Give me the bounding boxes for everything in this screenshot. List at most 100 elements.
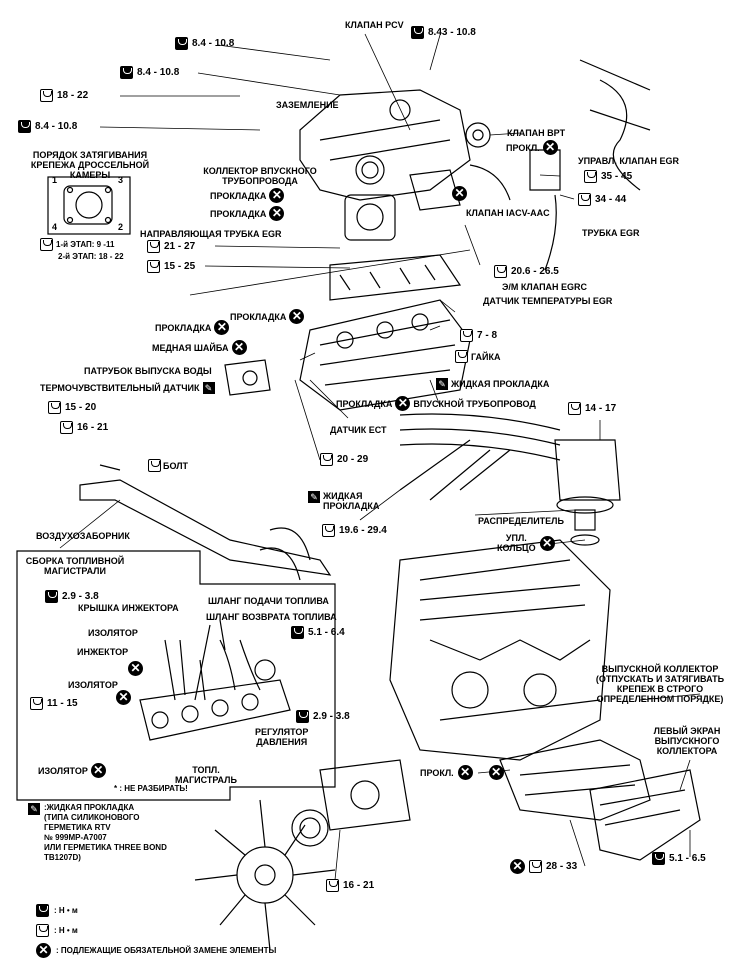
injector-cover-label: КРЫШКА ИНЖЕКТОРА (78, 603, 179, 613)
gasket-callout-3: ПРОКЛАДКА ✕ (230, 309, 305, 324)
torque-wrench-icon (18, 120, 31, 133)
do-not-disassemble-note: * : НЕ РАЗБИРАТЬ! (114, 784, 188, 793)
torque-value: 14 - 17 (585, 403, 617, 414)
o-ring-callout: УПЛ. КОЛЬЦО ✕ (497, 533, 555, 553)
torque-callout: 16 - 21 (326, 879, 374, 892)
torque-value: 2.9 - 3.8 (62, 591, 99, 602)
torque-wrench-icon (175, 37, 188, 50)
torque-callout: 15 - 25 (147, 260, 195, 273)
x-circle-icon: ✕ (116, 690, 131, 705)
x-circle-icon: ✕ (289, 309, 305, 324)
torque-value: 8.4 - 10.8 (137, 67, 180, 78)
gasket-short-label: ПРОКЛ. (420, 767, 454, 778)
torque-callout: 2.9 - 3.8 (296, 710, 350, 723)
x-circle-icon: ✕ (510, 859, 525, 874)
bpt-valve-label: КЛАПАН BPT (507, 128, 566, 138)
gasket-label: ПРОКЛАДКА (230, 311, 287, 322)
torque-wrench-icon (455, 350, 468, 363)
torque-wrench-icon (147, 240, 160, 253)
x-circle-icon: ✕ (539, 535, 555, 551)
bolt-callout: БОЛТ (148, 459, 188, 472)
stage1-row: 1-й ЭТАП: 9 -11 (40, 238, 114, 251)
torque-value: 8.43 - 10.8 (428, 27, 476, 38)
torque-callout: 8.4 - 10.8 (18, 120, 77, 133)
stage1-label: 1-й ЭТАП: 9 -11 (56, 239, 115, 249)
liquid-gasket-label: ЖИДКАЯ ПРОКЛАДКА (451, 379, 550, 389)
egrc-solenoid-label: Э/М КЛАПАН EGRC (502, 282, 588, 292)
insulator-label: ИЗОЛЯТОР (38, 765, 88, 776)
insulator-label: ИЗОЛЯТОР (88, 628, 138, 638)
torque-wrench-icon (296, 710, 309, 723)
torque-wrench-icon (494, 265, 507, 278)
torque-wrench-icon (411, 26, 424, 39)
injector-label: ИНЖЕКТОР (77, 647, 129, 657)
pcv-valve-label: КЛАПАН PCV (345, 20, 404, 30)
x-circle-icon: ✕ (36, 943, 51, 958)
egr-guide-tube-label: НАПРАВЛЯЮЩАЯ ТРУБКА EGR (140, 229, 282, 239)
torque-callout: 8.43 - 10.8 (411, 26, 476, 39)
torque-wrench-icon (36, 904, 49, 917)
gasket-label: ПРОКЛАДКА (210, 208, 267, 219)
torque-value: 7 - 8 (477, 330, 498, 341)
gasket-bpt: ПРОКЛ. ✕ (506, 140, 558, 155)
torque-value: 18 - 22 (57, 90, 89, 101)
o-ring-label: УПЛ. КОЛЬЦО (497, 533, 536, 553)
fuel-assembly-title: СБОРКА ТОПЛИВНОЙ МАГИСТРАЛИ (25, 556, 125, 576)
air-intake-label: ВОЗДУХОЗАБОРНИК (36, 531, 130, 541)
copper-washer-callout: МЕДНАЯ ШАЙБА ✕ (152, 340, 247, 355)
intake-collector-label: КОЛЛЕКТОР ВПУСКНОГО ТРУБОПРОВОДА (203, 166, 317, 186)
legend-text: : Н • м (54, 926, 78, 935)
torque-callout: 34 - 44 (578, 193, 626, 206)
torque-wrench-icon (322, 524, 335, 537)
torque-value: 16 - 21 (77, 422, 109, 433)
torque-value: 5.1 - 6.4 (308, 627, 345, 638)
gasket-short-label: ПРОКЛ. (506, 142, 540, 153)
torque-callout: 35 - 45 (584, 170, 632, 183)
torque-wrench-icon (652, 852, 665, 865)
x-circle-icon: ✕ (90, 763, 106, 778)
fuel-supply-hose-label: ШЛАНГ ПОДАЧИ ТОПЛИВА (208, 596, 329, 606)
torque-callout: 16 - 21 (60, 421, 108, 434)
torque-wrench-icon (578, 193, 591, 206)
gasket-callout-4: ПРОКЛАДКА ✕ (155, 320, 230, 335)
insulator-callout: ИЗОЛЯТОР ✕ (38, 763, 106, 778)
torque-callout: 20 - 29 (320, 453, 368, 466)
torque-wrench-icon (48, 401, 61, 414)
x-circle-icon: ✕ (231, 340, 247, 355)
torque-value: 20.6 - 26.5 (511, 266, 559, 277)
intake-manifold-callout: ПРОКЛАДКА ✕ ВПУСКНОЙ ТРУБОПРОВОД (336, 396, 536, 411)
torque-wrench-icon (326, 879, 339, 892)
x-circle-icon: ✕ (488, 765, 504, 780)
torque-callout: 20.6 - 26.5 (494, 265, 559, 278)
torque-wrench-icon (320, 453, 333, 466)
torque-wrench-icon (147, 260, 160, 273)
torque-value: 5.1 - 6.5 (669, 853, 706, 864)
egr-control-valve-label: УПРАВЛ. КЛАПАН EGR (578, 156, 680, 166)
torque-wrench-icon (568, 402, 581, 415)
gasket-number: 4 (52, 222, 58, 232)
egr-tube-label: ТРУБКА EGR (582, 228, 640, 238)
torque-value: 15 - 25 (164, 261, 196, 272)
gasket-number: 3 (118, 175, 124, 185)
pen-icon: ✎ (308, 491, 320, 503)
pressure-regulator-label: РЕГУЛЯТОР ДАВЛЕНИЯ (255, 727, 309, 747)
gasket-label: ПРОКЛАДКА (210, 190, 267, 201)
torque-value: 35 - 45 (601, 171, 633, 182)
torque-value: 2.9 - 3.8 (313, 711, 350, 722)
legend-text: : Н • м (54, 906, 78, 915)
throttle-order-title: ПОРЯДОК ЗАТЯГИВАНИЯ КРЕПЕЖА ДРОССЕЛЬНОЙ … (30, 150, 150, 180)
fuel-return-hose-label: ШЛАНГ ВОЗВРАТА ТОПЛИВА (206, 612, 337, 622)
torque-callout: 15 - 20 (48, 401, 96, 414)
x-circle-icon: ✕ (269, 188, 285, 203)
torque-wrench-icon (45, 590, 58, 603)
left-exhaust-shield-label: ЛЕВЫЙ ЭКРАН ВЫПУСКНОГО КОЛЛЕКТОРА (653, 726, 721, 756)
x-circle-icon: ✕ (214, 320, 230, 335)
thermo-sensor-callout: ТЕРМОЧУВСТВИТЕЛЬНЫЙ ДАТЧИК ✎ (40, 382, 215, 394)
distributor-label: РАСПРЕДЕЛИТЕЛЬ (478, 516, 564, 526)
ect-sensor-label: ДАТЧИК ЕСТ (330, 425, 387, 435)
torque-value: 15 - 20 (65, 402, 97, 413)
torque-wrench-icon (291, 626, 304, 639)
pen-icon: ✎ (202, 382, 215, 394)
torque-value: 11 - 15 (47, 698, 78, 709)
torque-wrench-icon (40, 89, 53, 102)
